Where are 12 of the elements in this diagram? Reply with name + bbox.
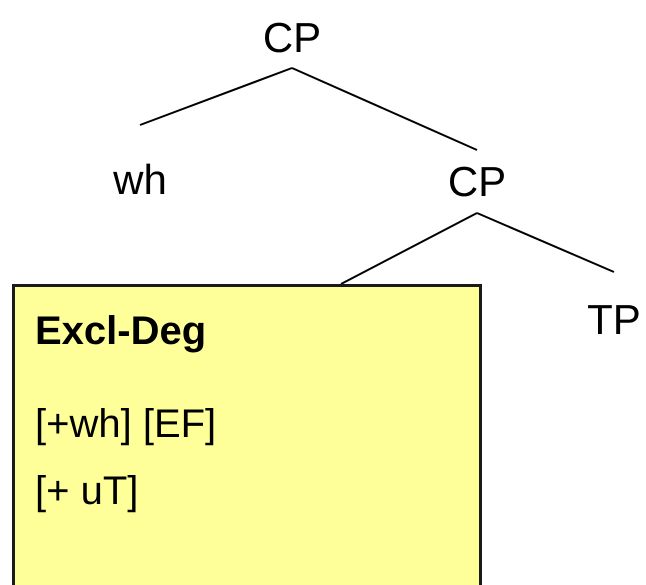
- tree-label: TP: [587, 296, 641, 344]
- tree-branch: [292, 67, 478, 151]
- tree-branch: [140, 67, 292, 126]
- feature-box: [12, 284, 482, 585]
- tree-label: wh: [113, 156, 167, 204]
- tree-label: CP: [262, 14, 322, 62]
- feature-line: [+wh] [EF]: [35, 402, 218, 447]
- tree-branch: [476, 212, 614, 273]
- feature-heading: Excl-Deg: [35, 309, 208, 354]
- tree-branch: [340, 212, 478, 285]
- tree-label: CP: [448, 158, 506, 206]
- feature-line: [+ uT]: [35, 469, 140, 514]
